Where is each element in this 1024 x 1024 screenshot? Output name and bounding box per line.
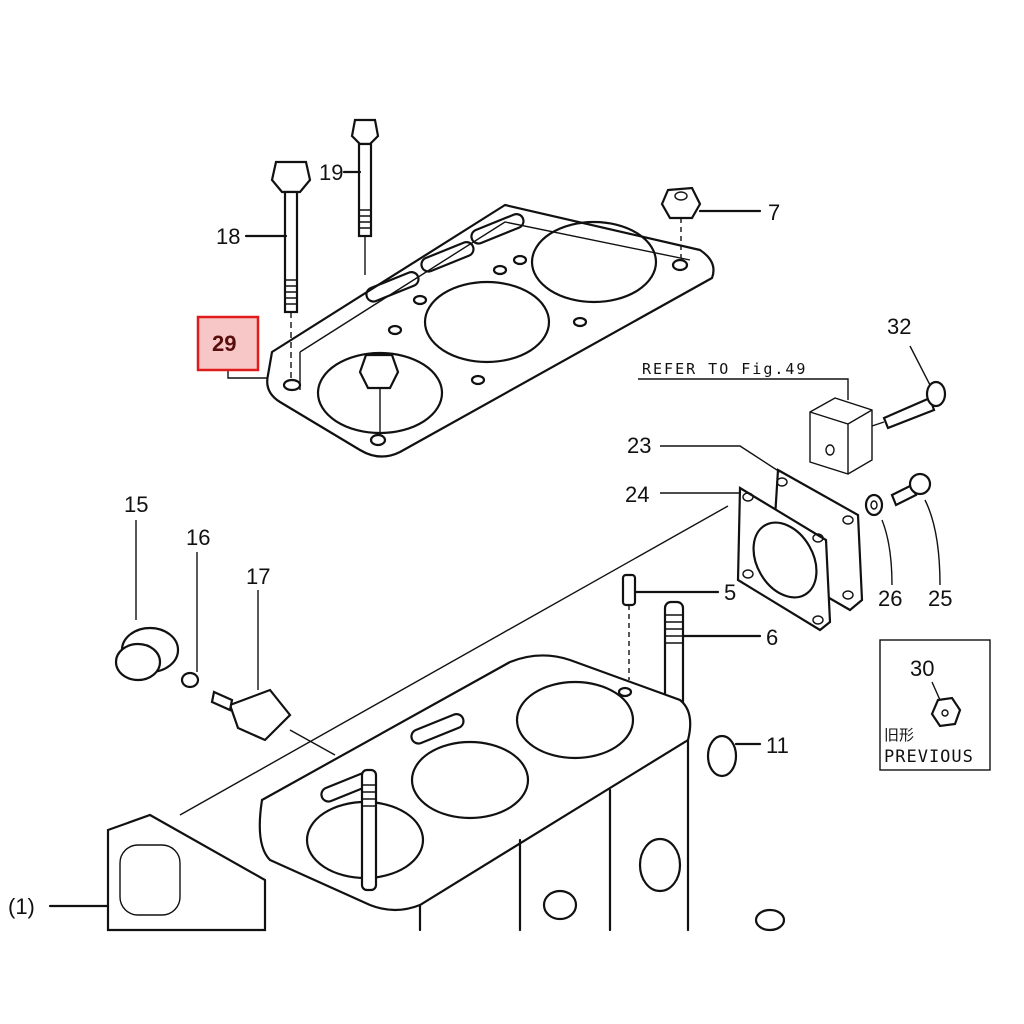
callout-30: 30 [910, 656, 934, 681]
callout-7: 7 [768, 200, 780, 225]
bolt-part-19[interactable] [350, 118, 380, 275]
callout-6: 6 [766, 625, 778, 650]
stud-part-6[interactable] [663, 600, 762, 726]
bolt-part-32[interactable] [871, 345, 947, 430]
callout-23: 23 [627, 433, 651, 458]
bolt-part-18[interactable] [270, 160, 312, 380]
callout-11: 11 [766, 733, 789, 758]
callout-29-highlight[interactable]: 29 [196, 315, 260, 372]
callout-1: (1) [8, 894, 35, 919]
fitting-part-17[interactable] [210, 590, 336, 756]
plug-part-11[interactable] [706, 734, 762, 778]
bolt-part-25[interactable] [890, 472, 941, 586]
washer-part-26[interactable] [864, 493, 893, 586]
refer-to-fig-note: REFER TO Fig.49 [642, 360, 807, 378]
plug-part-15[interactable] [114, 520, 180, 682]
callout-26: 26 [878, 586, 902, 611]
callout-15: 15 [124, 492, 148, 517]
callout-29: 29 [212, 331, 236, 356]
callout-17: 17 [246, 564, 270, 589]
nut-on-gasket [358, 353, 400, 435]
callout-18: 18 [216, 224, 240, 249]
head-gasket-part-29[interactable] [266, 203, 715, 458]
callout-32: 32 [887, 314, 911, 339]
previous-jp-label: 旧形 [884, 726, 914, 744]
dowel-pin-part-5[interactable] [621, 573, 720, 680]
callout-24: 24 [625, 482, 649, 507]
washer-part-16[interactable] [180, 552, 200, 689]
callout-19: 19 [319, 160, 343, 185]
previous-en-label: PREVIOUS [884, 747, 974, 767]
gasket-part-24[interactable] [736, 486, 832, 632]
callout-25: 25 [928, 586, 952, 611]
previous-version-box: 30 旧形 PREVIOUS [879, 639, 991, 771]
reference-block [809, 397, 873, 475]
nut-part-7[interactable] [660, 186, 702, 258]
callout-16: 16 [186, 525, 210, 550]
cylinder-block-part-1[interactable] [48, 654, 786, 932]
callout-5: 5 [724, 580, 736, 605]
